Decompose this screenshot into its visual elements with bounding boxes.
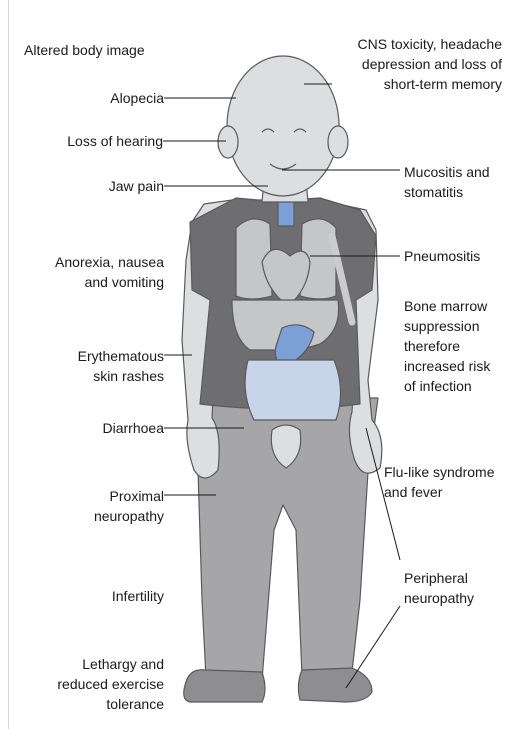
label-lethargy: Lethargy and reduced exercise tolerance bbox=[57, 654, 164, 714]
label-erythematous-line2: skin rashes bbox=[78, 366, 164, 386]
label-bone-marrow-line5: of infection bbox=[404, 376, 490, 396]
label-mucositis: Mucositis and stomatitis bbox=[404, 162, 490, 202]
label-bone-marrow-line2: suppression bbox=[404, 316, 490, 336]
label-flu-line1: Flu-like syndrome bbox=[384, 462, 494, 482]
label-erythematous-line1: Erythematous bbox=[78, 346, 164, 366]
label-jaw-pain: Jaw pain bbox=[109, 176, 164, 196]
label-mucositis-line2: stomatitis bbox=[404, 182, 490, 202]
label-proximal-line2: neuropathy bbox=[94, 506, 164, 526]
right-ear bbox=[328, 126, 348, 158]
label-altered-body-image: Altered body image bbox=[24, 40, 145, 60]
label-loss-of-hearing: Loss of hearing bbox=[67, 131, 163, 151]
left-shoe bbox=[184, 670, 265, 702]
label-bone-marrow: Bone marrow suppression therefore increa… bbox=[404, 296, 490, 396]
label-peripheral-line2: neuropathy bbox=[404, 588, 474, 608]
label-proximal-line1: Proximal bbox=[94, 486, 164, 506]
label-lethargy-line1: Lethargy and bbox=[57, 654, 164, 674]
label-alopecia: Alopecia bbox=[110, 88, 164, 108]
label-diarrhoea: Diarrhoea bbox=[103, 418, 164, 438]
label-peripheral-neuropathy: Peripheral neuropathy bbox=[404, 568, 474, 608]
label-anorexia-line2: and vomiting bbox=[55, 272, 164, 292]
colon bbox=[245, 360, 340, 420]
label-mucositis-line1: Mucositis and bbox=[404, 162, 490, 182]
child-figure bbox=[182, 56, 382, 702]
left-ear bbox=[218, 126, 238, 158]
label-bone-marrow-line1: Bone marrow bbox=[404, 296, 490, 316]
label-peripheral-line1: Peripheral bbox=[404, 568, 474, 588]
label-proximal-neuropathy: Proximal neuropathy bbox=[94, 486, 164, 526]
label-cns-toxicity: CNS toxicity, headache depression and lo… bbox=[358, 34, 502, 94]
head bbox=[227, 56, 339, 196]
label-cns-line3: short-term memory bbox=[358, 74, 502, 94]
label-bone-marrow-line4: increased risk bbox=[404, 356, 490, 376]
label-flu-like: Flu-like syndrome and fever bbox=[384, 462, 494, 502]
label-cns-line1: CNS toxicity, headache bbox=[358, 34, 502, 54]
label-lethargy-line2: reduced exercise bbox=[57, 674, 164, 694]
label-cns-line2: depression and loss of bbox=[358, 54, 502, 74]
label-erythematous: Erythematous skin rashes bbox=[78, 346, 164, 386]
label-lethargy-line3: tolerance bbox=[57, 694, 164, 714]
label-anorexia: Anorexia, nausea and vomiting bbox=[55, 252, 164, 292]
label-bone-marrow-line3: therefore bbox=[404, 336, 490, 356]
label-anorexia-line1: Anorexia, nausea bbox=[55, 252, 164, 272]
label-flu-line2: and fever bbox=[384, 482, 494, 502]
label-infertility: Infertility bbox=[112, 586, 164, 606]
label-pneumositis: Pneumositis bbox=[404, 246, 480, 266]
right-shoe bbox=[298, 668, 372, 702]
